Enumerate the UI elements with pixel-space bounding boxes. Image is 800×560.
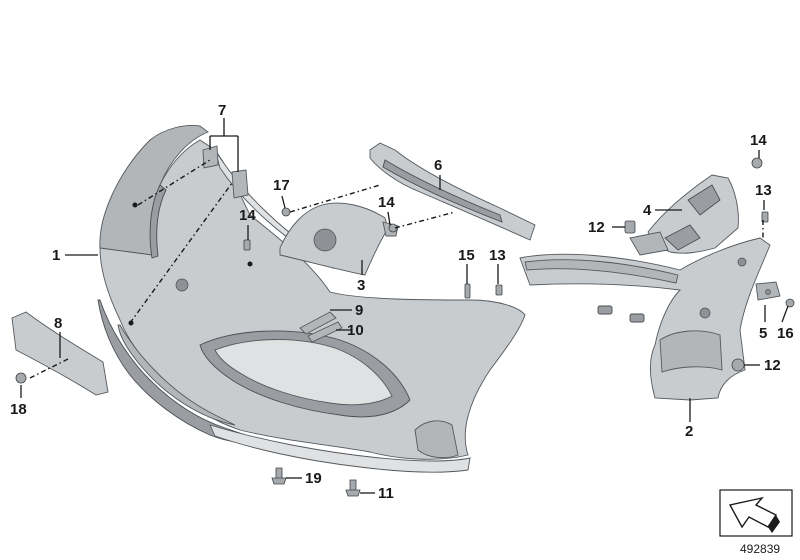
- leader-lines: [20, 118, 789, 494]
- callout-14-right: 14: [750, 132, 767, 149]
- callout-6: 6: [434, 157, 442, 174]
- callout-12-left: 12: [588, 219, 605, 236]
- leader-dots: [128, 202, 253, 326]
- callout-8: 8: [54, 315, 62, 332]
- screw-13-right: [761, 211, 769, 223]
- assembly-lines: [29, 159, 764, 379]
- front-bumper-panel: [97, 125, 526, 473]
- cover-plate: [279, 202, 399, 276]
- callout-12-right: 12: [764, 357, 781, 374]
- screw-14-right: [751, 157, 763, 169]
- callout-15: 15: [458, 247, 475, 264]
- callout-4: 4: [643, 202, 652, 219]
- callout-5: 5: [759, 325, 767, 342]
- callout-9: 9: [355, 302, 363, 319]
- callout-14-mid: 14: [378, 194, 395, 211]
- callout-numbers: 1 2 3 4 5 6 7 8 9 10 11 12 12 13 13 14 1…: [10, 102, 794, 502]
- trim-strip-pair: [299, 311, 343, 343]
- callout-16: 16: [777, 325, 794, 342]
- screw-17: [281, 207, 291, 217]
- clip-12-right: [731, 358, 745, 372]
- callout-7: 7: [218, 102, 226, 119]
- diagram-number: 492839: [740, 542, 780, 556]
- orientation-box: [719, 489, 793, 537]
- mounting-bracket: [629, 174, 739, 256]
- screw-14-left: [243, 239, 251, 251]
- fasteners: [15, 157, 795, 497]
- screw-11: [345, 479, 361, 497]
- callout-3: 3: [357, 277, 365, 294]
- screw-19: [271, 467, 287, 485]
- callout-19: 19: [305, 470, 322, 487]
- callout-17: 17: [273, 177, 290, 194]
- callout-11: 11: [378, 485, 394, 502]
- clip-12-left: [624, 220, 636, 234]
- support-bar: [369, 142, 536, 241]
- small-bracket: [755, 281, 781, 301]
- callout-18: 18: [10, 401, 27, 418]
- side-bracket-right: [519, 237, 771, 401]
- clip-pair: [202, 145, 249, 199]
- callout-2: 2: [685, 423, 693, 440]
- screw-18: [15, 372, 27, 384]
- callout-1: 1: [52, 247, 60, 264]
- callout-13-right: 13: [755, 182, 772, 199]
- callout-10: 10: [347, 322, 364, 339]
- callout-14-left: 14: [239, 207, 256, 224]
- screw-16: [785, 298, 795, 308]
- screw-13-mid: [495, 284, 503, 296]
- callout-13-mid: 13: [489, 247, 506, 264]
- screw-15: [464, 283, 471, 299]
